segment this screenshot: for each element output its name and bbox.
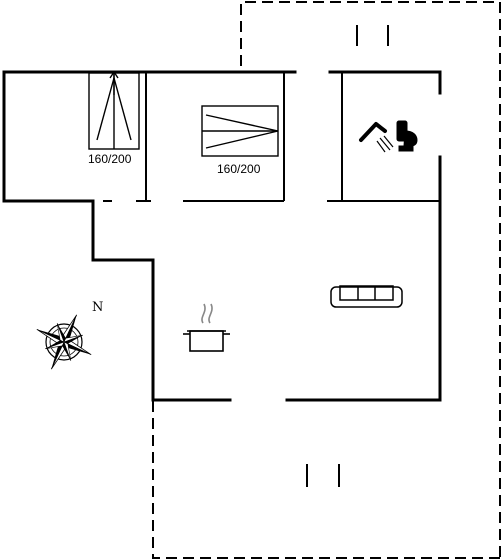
toilet-icon: [396, 120, 418, 152]
double-bed-icon: [201, 105, 279, 157]
sofa-icon: [330, 285, 403, 308]
shower-icon: [359, 122, 394, 153]
interior-walls: [4, 72, 440, 202]
upper-terrace-outline: [240, 1, 501, 558]
compass-rose-icon: [36, 314, 92, 370]
door-marks: [306, 25, 389, 487]
single-bed-icon: [88, 70, 140, 150]
compass-north-label: N: [92, 300, 103, 315]
bedroom-2-bed-size: 160/200: [217, 162, 261, 176]
lower-terrace-outline: [152, 401, 500, 559]
bedroom-1-bed-size: 160/200: [88, 152, 132, 166]
terrace-outline: [152, 1, 501, 559]
cooking-pot-icon: [183, 303, 230, 352]
exterior-walls: [2, 70, 442, 402]
